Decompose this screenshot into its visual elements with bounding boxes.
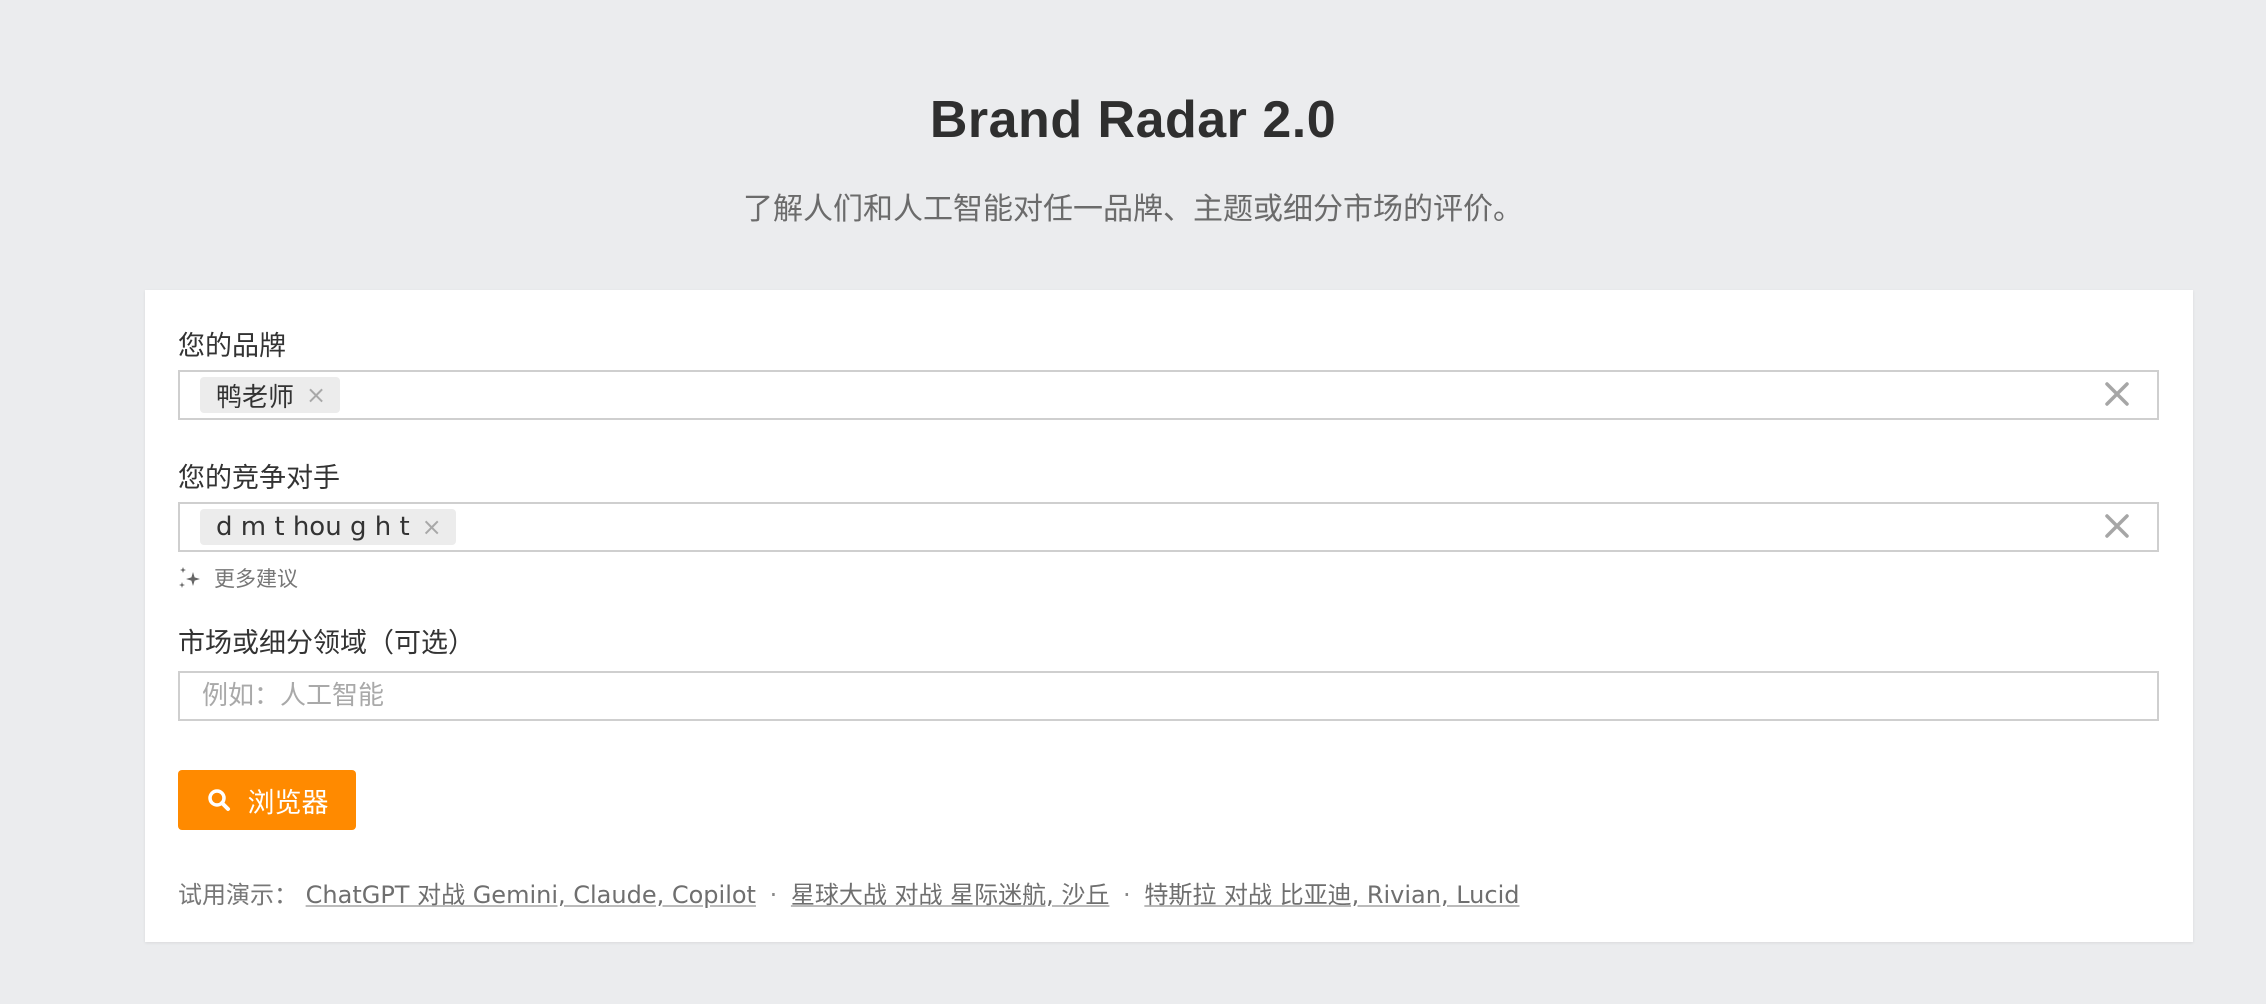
market-label: 市场或细分领域（可选） <box>178 628 475 659</box>
competitors-tag-input[interactable]: d m t hou g h t × <box>178 502 2159 552</box>
demo-link-starwars[interactable]: 星球大战 对战 星际迷航, 沙丘 <box>790 881 1110 909</box>
demo-links: 试用演示： ChatGPT 对战 Gemini, Claude, Copilot… <box>178 875 1520 910</box>
more-suggestions-label: 更多建议 <box>214 567 298 591</box>
competitor-tag-label: d m t hou g h t <box>216 512 410 542</box>
more-suggestions-button[interactable]: 更多建议 <box>178 563 298 593</box>
brand-tag-chip: 鸭老师 × <box>200 377 341 413</box>
search-icon <box>207 789 230 811</box>
clear-brand-icon[interactable] <box>2099 376 2135 412</box>
demo-separator: · <box>1123 881 1131 909</box>
clear-competitors-icon[interactable] <box>2099 508 2135 544</box>
remove-tag-icon[interactable]: × <box>306 381 327 409</box>
search-form-card: 您的品牌 鸭老师 × 您的竞争对手 d m t hou g h t × 更多建议… <box>145 290 2193 942</box>
market-input[interactable] <box>178 671 2159 721</box>
brand-tag-input[interactable]: 鸭老师 × <box>178 370 2159 420</box>
brand-tag-label: 鸭老师 <box>216 382 295 413</box>
competitors-label: 您的竞争对手 <box>178 463 340 494</box>
remove-tag-icon[interactable]: × <box>421 513 442 541</box>
sparkles-icon <box>179 567 200 588</box>
competitor-tag-chip: d m t hou g h t × <box>200 509 456 545</box>
page-subtitle: 了解人们和人工智能对任一品牌、主题或细分市场的评价。 <box>743 192 1523 227</box>
page-title: Brand Radar 2.0 <box>929 91 1337 149</box>
brand-label: 您的品牌 <box>178 331 286 362</box>
demo-prefix: 试用演示： <box>178 881 298 909</box>
demo-separator: · <box>769 881 778 909</box>
search-button[interactable]: 浏览器 <box>178 770 356 830</box>
demo-link-tesla[interactable]: 特斯拉 对战 比亚迪, Rivian, Lucid <box>1144 881 1520 909</box>
search-button-label: 浏览器 <box>247 787 329 819</box>
demo-link-chatgpt[interactable]: ChatGPT 对战 Gemini, Claude, Copilot <box>305 881 756 909</box>
